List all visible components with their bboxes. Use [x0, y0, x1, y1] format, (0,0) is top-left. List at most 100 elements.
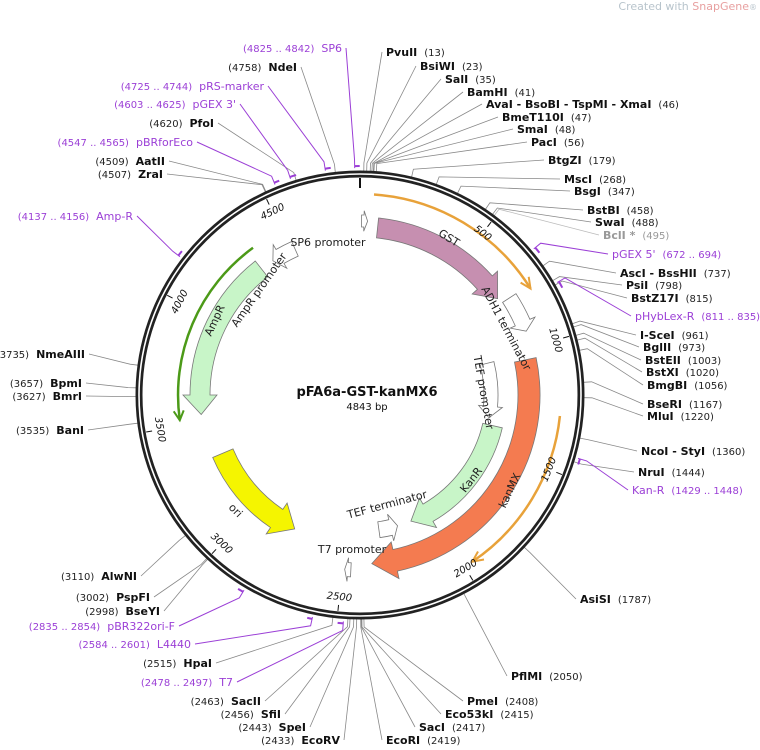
restriction-site-label[interactable]: AvaI - BsoBI - TspMI - XmaI(46) — [486, 98, 679, 111]
restriction-site-label[interactable]: BstEII(1003) — [645, 354, 721, 367]
restriction-site-label[interactable]: PmeI(2408) — [467, 695, 538, 708]
restriction-site-label[interactable]: BstZ17I(815) — [631, 292, 713, 305]
restriction-site-label[interactable]: BclI *(495) — [603, 229, 669, 242]
primer-label[interactable]: (2584 .. 2601)L4440 — [78, 638, 191, 651]
restriction-site-label[interactable]: (3002)PspFI — [76, 591, 150, 604]
restriction-site-label[interactable]: BtgZI(179) — [548, 154, 616, 167]
restriction-site-label[interactable]: BstXI(1020) — [646, 366, 719, 379]
restriction-site-label[interactable]: NcoI - StyI(1360) — [641, 445, 745, 458]
restriction-site-label[interactable]: PacI(56) — [531, 136, 584, 149]
restriction-site-label[interactable]: (3627)BmrI — [12, 390, 82, 403]
restriction-site-label[interactable]: (2998)BseYI — [85, 605, 160, 618]
restriction-site-label[interactable]: EcoRI(2419) — [386, 734, 461, 747]
plasmid-name: pFA6a-GST-kanMX6 — [296, 385, 437, 400]
feature-label[interactable]: SP6 promoter — [290, 236, 366, 249]
ampr-promoter-feature[interactable] — [272, 240, 299, 270]
restriction-site-label[interactable]: BglII(973) — [643, 341, 705, 354]
site-leader-line — [375, 141, 528, 172]
restriction-site-label[interactable]: (2433)EcoRV — [261, 734, 340, 747]
restriction-site-label[interactable]: (3110)AlwNI — [61, 570, 137, 583]
restriction-site-label[interactable]: SacI(2417) — [419, 721, 485, 734]
site-leader-line — [363, 51, 383, 172]
tef-terminator-feature[interactable] — [377, 514, 398, 541]
restriction-site-label[interactable]: (2463)SacII — [191, 695, 261, 708]
restriction-site-label[interactable]: AscI - BssHII(737) — [620, 267, 731, 280]
primer-label[interactable]: (2835 .. 2854)pBR322ori-F — [29, 620, 175, 633]
kanmx-feature[interactable] — [371, 357, 541, 580]
site-name: BamHI — [467, 86, 508, 99]
site-name: pRS-marker — [199, 80, 264, 93]
restriction-site-label[interactable]: (3535)BanI — [16, 424, 84, 437]
plasmid-size: 4843 bp — [346, 402, 387, 413]
restriction-site-label[interactable]: (4758)NdeI — [228, 61, 297, 74]
site-leader-line — [309, 618, 355, 728]
restriction-site-label[interactable]: PsiI(798) — [626, 279, 682, 292]
restriction-site-label[interactable]: PvuII(13) — [386, 46, 445, 59]
ampr-feature[interactable] — [182, 260, 269, 416]
ori-feature[interactable] — [212, 448, 296, 535]
restriction-site-label[interactable]: AsiSI(1787) — [580, 593, 651, 606]
site-name: BstXI — [646, 366, 679, 379]
restriction-site-label[interactable]: MscI(268) — [564, 173, 626, 186]
restriction-site-label[interactable]: BamHI (41) — [467, 86, 535, 99]
sp6-promoter-feature[interactable] — [361, 210, 369, 232]
restriction-site-label[interactable]: (4509)AatII — [95, 155, 165, 168]
primer-label[interactable]: (4547 .. 4565)pBRforEco — [58, 136, 194, 149]
feature-label[interactable]: T7 promoter — [317, 543, 387, 556]
site-labels: PvuII(13)BsiWI(23)SalI(35)BamHI (41)AvaI … — [0, 42, 760, 747]
gst-feature[interactable] — [376, 217, 499, 300]
restriction-site-label[interactable]: I-SceI(961) — [640, 329, 709, 342]
site-position: (41) — [515, 88, 536, 99]
restriction-site-label[interactable]: BstBI(458) — [587, 204, 654, 217]
restriction-site-label[interactable]: SwaI(488) — [595, 216, 659, 229]
site-name: pGEX 3' — [192, 98, 236, 111]
restriction-site-label[interactable]: BsgI(347) — [574, 185, 635, 198]
tick-mark — [563, 335, 570, 339]
primer-leader-line — [239, 103, 291, 180]
site-leader-line — [361, 618, 442, 715]
restriction-site-label[interactable]: Eco53kI(2415) — [445, 708, 534, 721]
restriction-site-label[interactable]: BmgBI(1056) — [647, 379, 728, 392]
restriction-site-label[interactable]: (3735)NmeAIII — [0, 348, 85, 361]
restriction-site-label[interactable]: BseRI(1167) — [647, 398, 722, 411]
restriction-site-label[interactable]: SalI(35) — [445, 73, 496, 86]
site-position: (4137 .. 4156) — [18, 212, 90, 223]
primer-label[interactable]: (2478 .. 2497)T7 — [141, 676, 233, 689]
restriction-site-label[interactable]: BmeT110I(47) — [502, 111, 592, 124]
restriction-site-label[interactable]: (2456)SfiI — [221, 708, 281, 721]
restriction-site-label[interactable]: (4507)ZraI — [98, 168, 163, 181]
restriction-site-label[interactable]: (2515)HpaI — [143, 657, 212, 670]
restriction-site-label[interactable]: SmaI(48) — [517, 123, 576, 136]
restriction-site-label[interactable]: MluI(1220) — [647, 410, 714, 423]
primer-label[interactable]: (4603 .. 4625)pGEX 3' — [114, 98, 236, 111]
site-name: BsiWI — [420, 60, 455, 73]
primer-label[interactable]: Kan-R(1429 .. 1448) — [632, 484, 743, 497]
tef-promoter-feature[interactable] — [477, 361, 504, 419]
primer-label[interactable]: pHybLex-R(811 .. 835) — [635, 310, 760, 323]
tick-mark — [487, 221, 492, 228]
restriction-site-label[interactable]: BsiWI(23) — [420, 60, 483, 73]
primer-label[interactable]: (4825 .. 4842)SP6 — [243, 42, 342, 55]
primer-leader-line — [236, 621, 344, 683]
site-position: (3657) — [10, 379, 43, 390]
restriction-site-label[interactable]: NruI(1444) — [638, 466, 705, 479]
primer-leader-line — [533, 242, 609, 255]
t7-promoter-feature[interactable] — [344, 557, 352, 582]
primer-binding-mark — [289, 174, 297, 178]
site-leader-line — [435, 176, 561, 185]
primer-label[interactable]: (4725 .. 4744)pRS-marker — [121, 80, 265, 93]
tick-mark — [337, 604, 340, 611]
restriction-site-label[interactable]: (3657)BpmI — [10, 377, 82, 390]
site-name: Eco53kI — [445, 708, 493, 721]
restriction-site-label[interactable]: PflMI(2050) — [511, 670, 583, 683]
primer-label[interactable]: pGEX 5'(672 .. 694) — [612, 248, 721, 261]
site-leader-line — [371, 91, 464, 172]
kanr-feature[interactable] — [410, 422, 503, 529]
restriction-site-label[interactable]: (4620)PfoI — [149, 117, 214, 130]
primer-binding-mark — [337, 621, 344, 625]
primer-label[interactable]: (4137 .. 4156)Amp-R — [18, 210, 134, 223]
adh1-terminator-feature[interactable] — [502, 293, 537, 332]
restriction-site-label[interactable]: (2443)SpeI — [238, 721, 306, 734]
kanmx-orf-line-head — [470, 551, 485, 563]
tick-mark — [556, 471, 563, 475]
